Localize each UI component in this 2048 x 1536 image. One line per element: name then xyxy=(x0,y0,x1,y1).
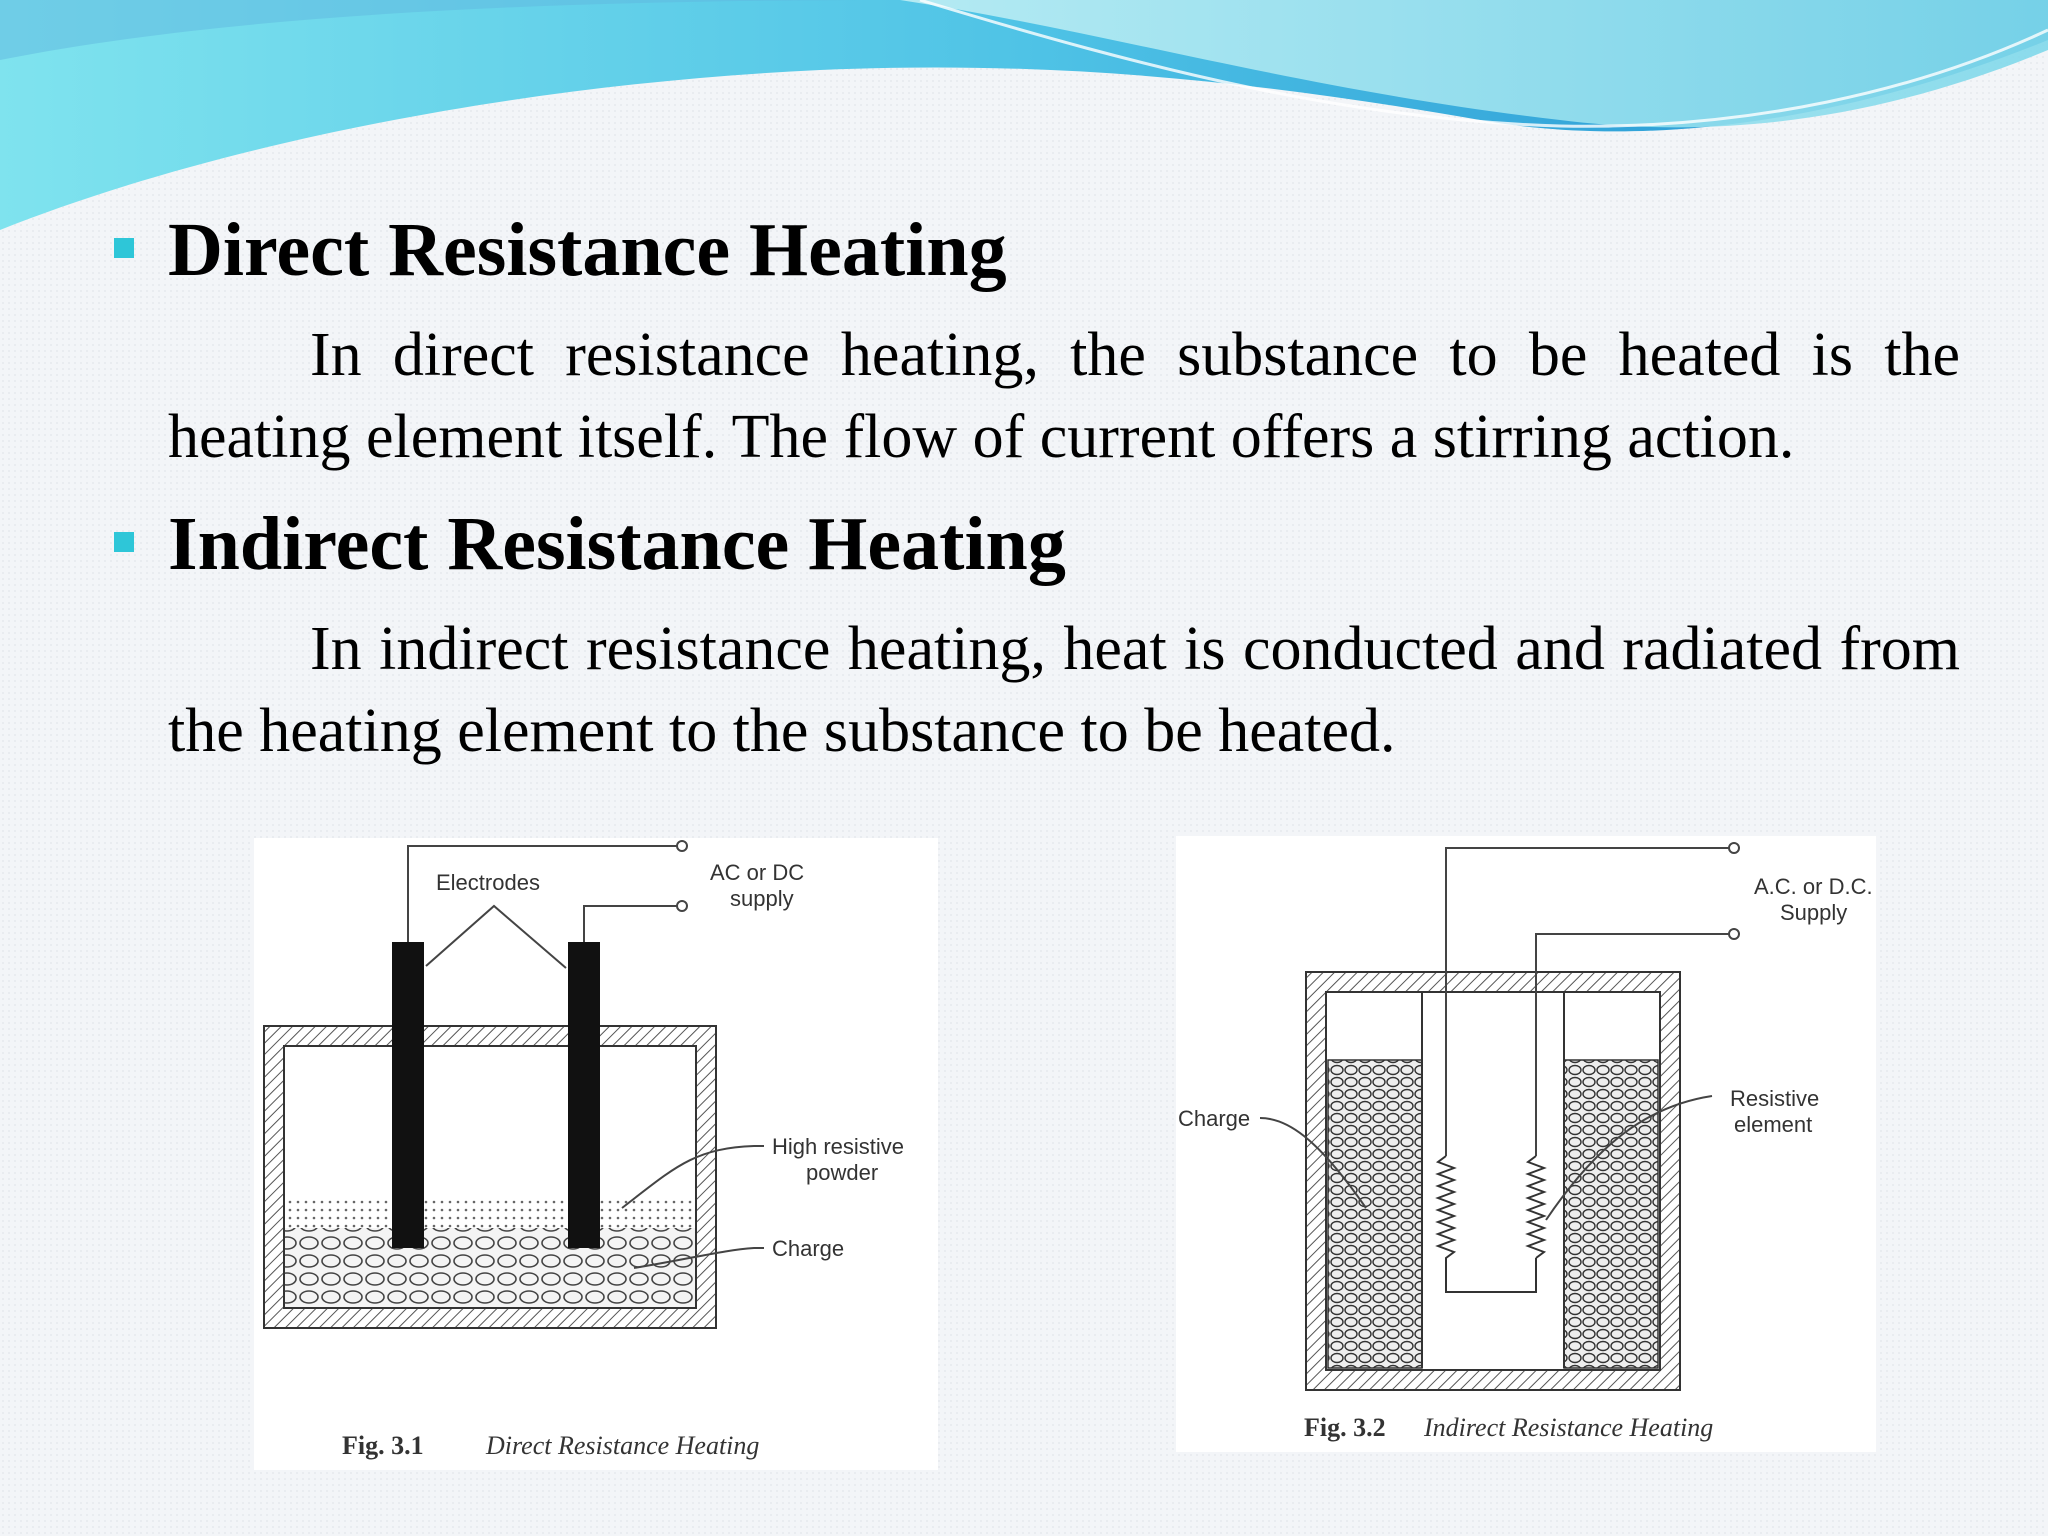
supply-wire-2 xyxy=(583,905,678,942)
terminal-1 xyxy=(676,840,688,852)
supply-wire-2 xyxy=(1535,933,1730,1156)
resistive-coil-left xyxy=(1435,1155,1537,1293)
paragraph-direct-resistance: In direct resistance heating, the substa… xyxy=(168,314,1960,478)
charge-leader xyxy=(633,1247,764,1269)
electrode-left xyxy=(392,942,424,1248)
terminal-1 xyxy=(1728,842,1740,854)
label-powder-line2: powder xyxy=(806,1160,878,1185)
caption-number: Fig. 3.1 xyxy=(342,1431,424,1460)
terminal-2 xyxy=(1728,928,1740,940)
powder-leader xyxy=(621,1145,764,1209)
electrode-right xyxy=(568,942,600,1248)
supply-wire-1 xyxy=(1445,847,1730,1156)
paragraph-text: In indirect resistance heating, heat is … xyxy=(168,615,1960,765)
terminal-2 xyxy=(676,900,688,912)
charge-left xyxy=(1327,1059,1423,1369)
label-powder-line1: High resistive xyxy=(772,1134,904,1159)
paragraph-indirect-resistance: In indirect resistance heating, heat is … xyxy=(168,608,1960,772)
label-charge: Charge xyxy=(1178,1106,1250,1131)
charge-leader xyxy=(1259,1117,1367,1209)
caption-title: Direct Resistance Heating xyxy=(485,1431,759,1460)
label-supply-line2: supply xyxy=(730,886,794,911)
heading-direct-resistance: Direct Resistance Heating xyxy=(168,208,1007,292)
powder-layer xyxy=(285,1198,695,1230)
supply-wire-1 xyxy=(407,845,678,942)
diagram-indirect-heating: A.C. or D.C. Supply Charge Resistive ele… xyxy=(1178,842,1873,1442)
charge-layer xyxy=(285,1228,695,1307)
slide-content: Direct Resistance Heating In direct resi… xyxy=(114,208,1960,772)
figure-indirect-resistance-heating: A.C. or D.C. Supply Charge Resistive ele… xyxy=(1176,836,1876,1452)
label-supply-line2: Supply xyxy=(1780,900,1847,925)
resistive-coil-right xyxy=(1525,1155,1547,1259)
bullet-square-icon xyxy=(114,532,134,552)
element-leader xyxy=(1545,1095,1713,1221)
charge-right xyxy=(1563,1059,1659,1369)
label-charge: Charge xyxy=(772,1236,844,1261)
label-supply-line1: AC or DC xyxy=(710,860,804,885)
header-wave-decoration xyxy=(0,0,2048,230)
label-supply-line1: A.C. or D.C. xyxy=(1754,874,1873,899)
paragraph-text: In direct resistance heating, the substa… xyxy=(168,321,1960,471)
figure-direct-resistance-heating: Electrodes AC or DC supply High resistiv… xyxy=(254,838,938,1470)
bullet-square-icon xyxy=(114,238,134,258)
diagram-direct-heating: Electrodes AC or DC supply High resistiv… xyxy=(263,840,904,1460)
electrodes-pointer xyxy=(425,904,567,969)
caption-number: Fig. 3.2 xyxy=(1304,1413,1386,1442)
label-element-line1: Resistive xyxy=(1730,1086,1819,1111)
heading-indirect-resistance: Indirect Resistance Heating xyxy=(168,502,1066,586)
caption-title: Indirect Resistance Heating xyxy=(1423,1413,1713,1442)
label-element-line2: element xyxy=(1734,1112,1812,1137)
label-electrodes: Electrodes xyxy=(436,870,540,895)
